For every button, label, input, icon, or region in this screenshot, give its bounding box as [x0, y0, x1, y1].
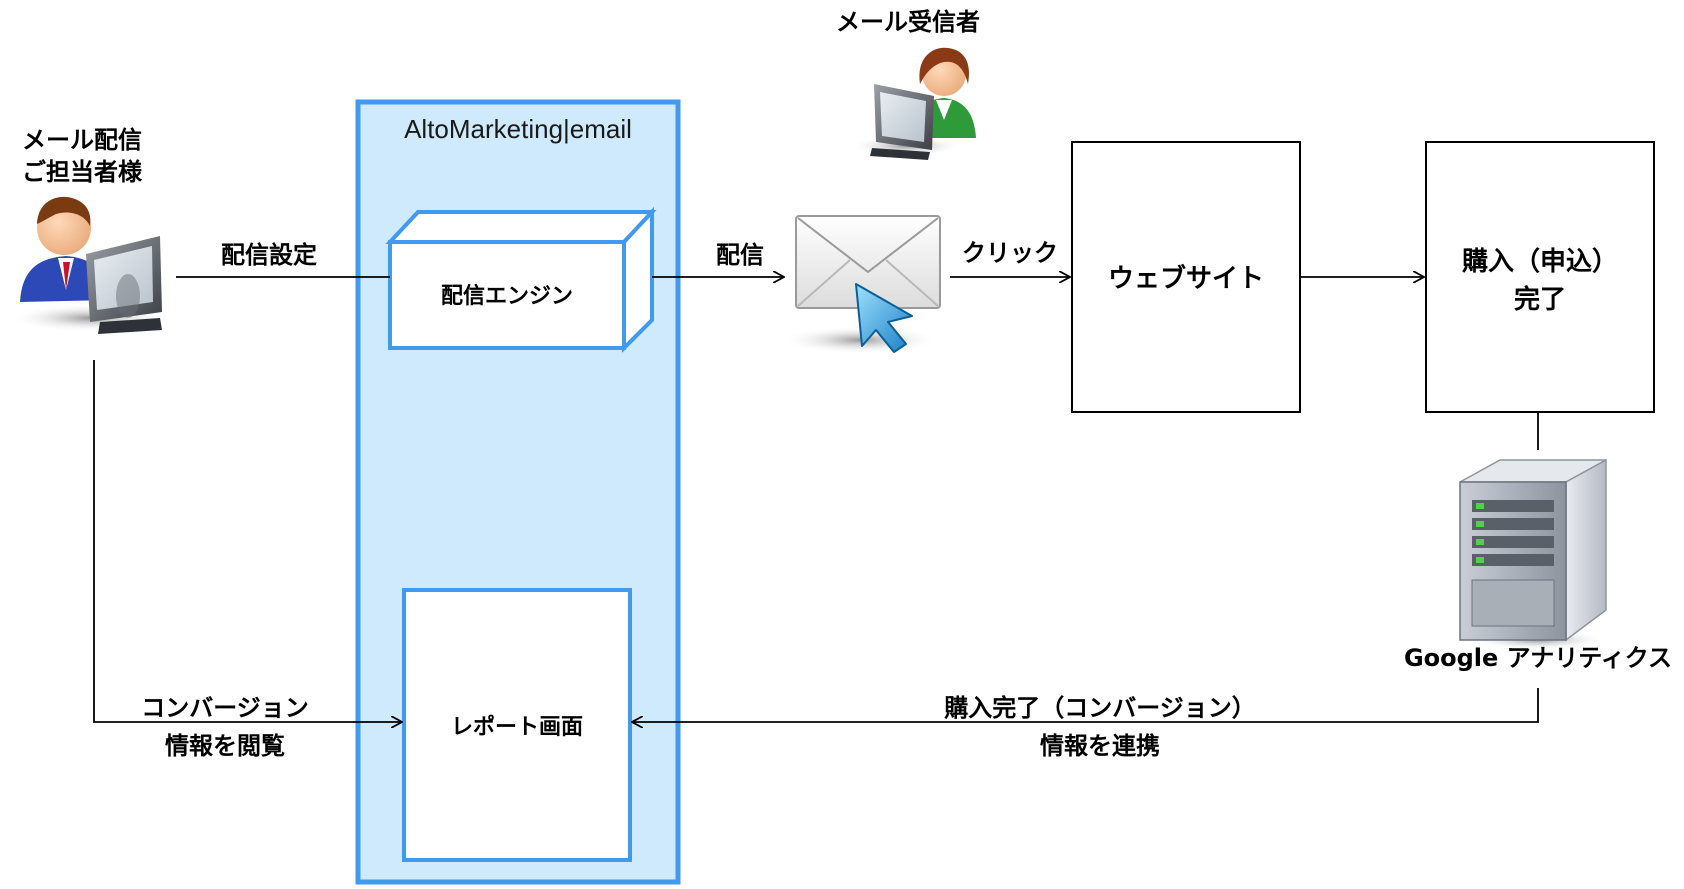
mouse-cursor-icon [855, 283, 913, 353]
operator-person-icon [10, 196, 170, 334]
delivery-engine-box [385, 206, 657, 353]
link-conversion-label-line2: 情報を連携 [1040, 732, 1160, 760]
analytics-server-icon [1459, 458, 1608, 650]
purchase-complete-box [1425, 141, 1655, 413]
recipient-person-icon [850, 47, 976, 160]
purchase-complete-label-line1: 購入（申込） [1462, 247, 1618, 277]
link-conversion-arrow [632, 688, 1539, 722]
email-envelope-icon [782, 215, 941, 354]
website-label: ウェブサイト [1108, 263, 1264, 294]
link-conversion-label-line1: 購入完了（コンバージョン） [944, 694, 1256, 722]
altomarketing-title: AltoMarketing|email [404, 114, 632, 144]
report-screen-label: レポート画面 [451, 714, 583, 740]
operator-label-line2: ご担当者様 [22, 158, 143, 186]
click-label: クリック [962, 239, 1058, 267]
view-conversion-label-line2: 情報を閲覧 [165, 732, 285, 760]
deliver-label: 配信 [716, 241, 764, 269]
config-label: 配信設定 [221, 241, 317, 269]
view-conversion-arrow [93, 360, 402, 722]
operator-label-line1: メール配信 [22, 126, 142, 154]
recipient-label: メール受信者 [836, 8, 980, 36]
purchase-complete-label-line2: 完了 [1514, 284, 1566, 315]
report-screen-box [402, 588, 632, 862]
view-conversion-label-line1: コンバージョン [141, 694, 309, 722]
delivery-engine-label: 配信エンジン [441, 283, 573, 309]
website-box [1071, 141, 1301, 413]
analytics-label: Google アナリティクス [1404, 644, 1672, 672]
